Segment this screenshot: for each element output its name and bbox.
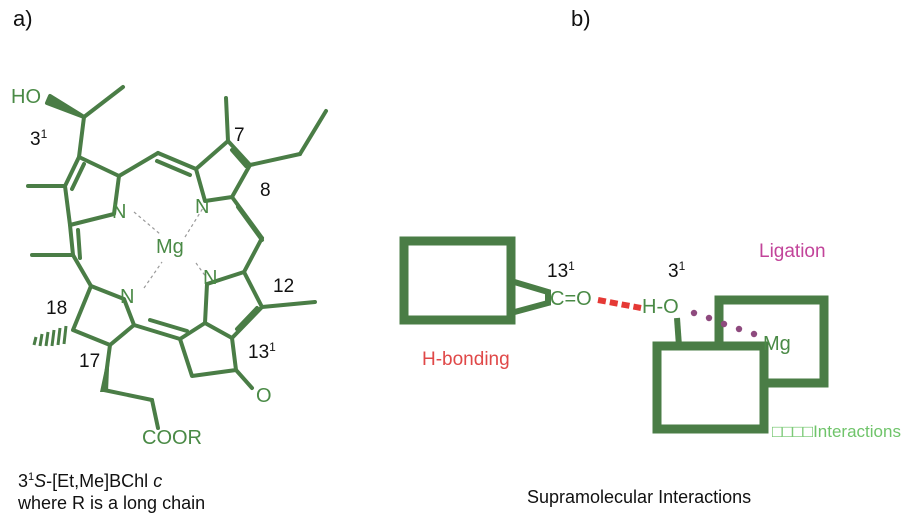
- ethyl-2: [298, 109, 328, 156]
- bridge-bc-double: [236, 205, 264, 242]
- panel-a-label: a): [13, 6, 33, 31]
- atom-ho: HO: [11, 86, 41, 108]
- label-hydroxyl: H-O: [642, 296, 679, 318]
- panel-b-label: b): [571, 6, 591, 31]
- locant-7: 7: [234, 125, 245, 146]
- ethyl-1: [248, 152, 302, 167]
- bond-c3-c31: [77, 115, 86, 159]
- caption-a-line2: where R is a long chain: [18, 493, 206, 513]
- hbond-dashes: [597, 297, 642, 311]
- hashed-wedge-c18: [32, 325, 68, 347]
- ring-c-double: [235, 306, 259, 331]
- atom-o: O: [256, 385, 272, 407]
- ring-b-double: [230, 148, 248, 168]
- chain-3: [150, 398, 160, 430]
- ring-b: [194, 139, 252, 203]
- locant-17: 17: [79, 351, 100, 372]
- mg-coordination: [133, 207, 207, 289]
- locant-b-3-1: 31: [668, 259, 686, 282]
- bridge-ab-1: [117, 151, 160, 178]
- ligation-dots: [690, 309, 758, 338]
- supramolecular-schematic: [399, 236, 829, 434]
- ring-a-double: [70, 162, 86, 191]
- bridge-ad-double: [76, 228, 82, 260]
- ring-c: [203, 270, 264, 340]
- bchl-square-left: [399, 236, 516, 325]
- atom-n2: N: [195, 196, 209, 218]
- keto-bond: [234, 368, 254, 390]
- bridge-cd-double: [148, 318, 189, 333]
- locant-18: 18: [46, 298, 67, 319]
- atom-n1: N: [112, 201, 126, 223]
- carbonyl-connector: [508, 276, 551, 317]
- locant-13-1: 131: [248, 340, 276, 363]
- caption-a-line1: 31S-[Et,Me]BChl c: [18, 471, 163, 491]
- atom-coor: COOR: [142, 427, 202, 449]
- ring-d: [71, 284, 136, 347]
- label-carbonyl: C=O: [550, 288, 592, 310]
- locant-3-1: 31: [30, 127, 48, 150]
- hydroxyl-connector: [674, 317, 682, 347]
- locant-8: 8: [260, 180, 271, 201]
- bridge-ad-1: [71, 253, 93, 288]
- ring-a: [63, 155, 121, 227]
- locant-b-13-1: 131: [547, 259, 575, 282]
- ring-e: [178, 321, 238, 378]
- bchl-square-oh: [652, 341, 769, 434]
- caption-panel-b: Supramolecular Interactions: [527, 487, 752, 507]
- bridge-cd: [132, 323, 182, 341]
- atom-n4: N: [120, 286, 134, 308]
- label-hbonding: H-bonding: [422, 349, 510, 370]
- label-ligation: Ligation: [759, 241, 826, 262]
- locant-12: 12: [273, 276, 294, 297]
- label-mg: Mg: [763, 333, 791, 355]
- label-pi-interactions: □□□□Interactions: [772, 422, 901, 441]
- atom-mg: Mg: [156, 236, 184, 258]
- bridge-ab-2: [156, 151, 198, 171]
- atom-n3: N: [203, 267, 217, 289]
- bchl-structure: [26, 85, 328, 430]
- bridge-bc-2: [242, 236, 264, 274]
- bridge-ab-double: [155, 159, 192, 177]
- caption-panel-a: 31S-[Et,Me]BChl c where R is a long chai…: [18, 466, 205, 514]
- chain-2: [102, 388, 154, 402]
- ring-c-methyl: [260, 300, 317, 309]
- wedge-bond-c17: [100, 345, 110, 392]
- bond-c31-methyl: [82, 85, 125, 119]
- wedge-bond-oh: [45, 94, 86, 119]
- ring-b-methyl: [224, 96, 230, 143]
- bridge-ad-2: [68, 223, 75, 257]
